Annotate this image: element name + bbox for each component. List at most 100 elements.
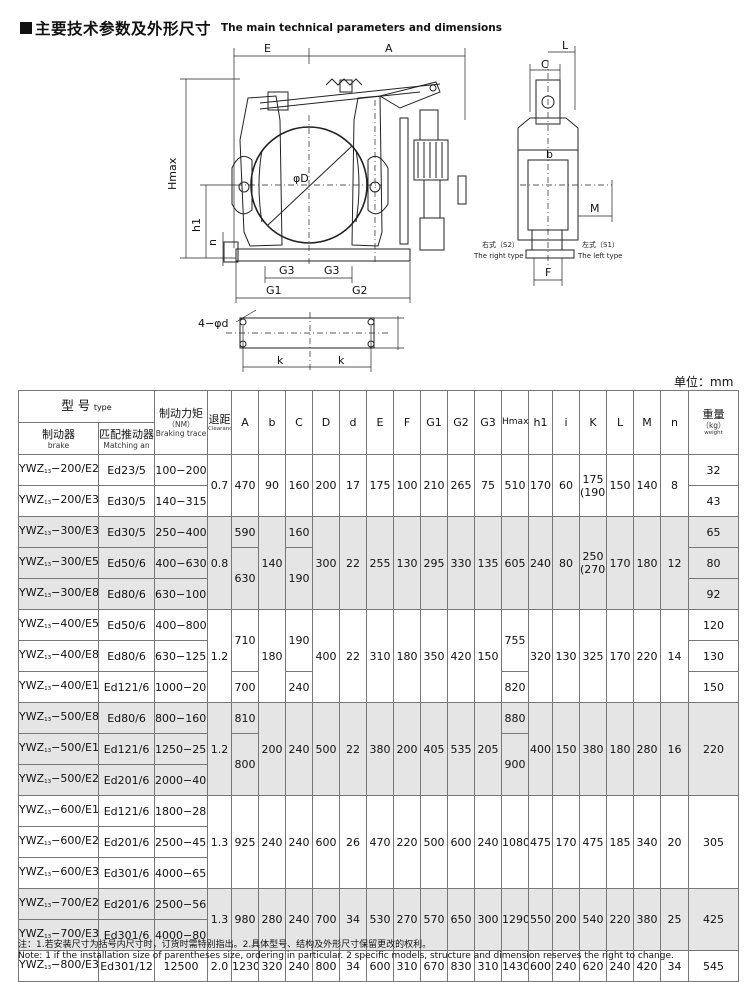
shoe-lining-right — [355, 149, 360, 223]
table-cell: 210 — [420, 454, 449, 517]
table-cell: 810 — [231, 702, 260, 734]
note-zh: 注：1.若安装尺寸为括号内尺寸时，订货时需特别指出。2.具体型号、结构及外形尺寸… — [18, 940, 432, 950]
header-E: E — [366, 390, 395, 455]
label-C: C — [541, 58, 549, 71]
table-cell: 310 — [366, 609, 395, 703]
table-cell: 180 — [258, 609, 287, 703]
table-cell: 26 — [339, 795, 368, 889]
bolt-hole-icon — [239, 318, 247, 326]
table-cell-model: YWZ13−300/E30 — [18, 516, 99, 548]
table-cell-torque: 400−630 — [154, 547, 209, 579]
base-foot-left — [223, 241, 239, 263]
label-k-left: k — [277, 354, 284, 367]
header-G3: G3 — [474, 390, 503, 455]
header-model: 型 号 type — [17, 390, 156, 423]
table-cell-model: YWZ13−400/E121 — [18, 671, 99, 703]
table-cell: 475 — [528, 795, 554, 889]
thruster-cylinder — [423, 179, 441, 219]
leader-hole — [235, 309, 257, 323]
table-cell: 175 — [366, 454, 395, 517]
table-cell: 100 — [393, 454, 422, 517]
table-cell: 34 — [339, 888, 368, 951]
table-cell: 220 — [606, 888, 635, 951]
table-cell-model: YWZ13−300/E80 — [18, 578, 99, 610]
table-cell: 535 — [447, 702, 476, 796]
header-L: L — [606, 390, 635, 455]
table-cell: 22 — [339, 702, 368, 796]
header-b: b — [258, 390, 287, 455]
header-C: C — [285, 390, 314, 455]
spring-housing — [267, 91, 289, 111]
table-cell-weight: 545 — [688, 950, 739, 982]
label-left-type-en: The left type — [577, 252, 622, 260]
table-cell: 475 — [579, 795, 608, 889]
table-cell: 650 — [447, 888, 476, 951]
table-cell-model: YWZ13−500/E201 — [18, 764, 99, 796]
table-cell: 800 — [231, 733, 260, 796]
table-cell: 200 — [258, 702, 287, 796]
table-cell: 180 — [393, 609, 422, 703]
table-cell-torque: 140−315 — [154, 485, 209, 517]
bolt-hole-icon — [367, 318, 375, 326]
table-cell-pusher: Ed30/5 — [97, 485, 156, 517]
table-cell: 700 — [231, 671, 260, 703]
table-cell: 280 — [258, 888, 287, 951]
top-link-rod-lower — [259, 91, 421, 110]
table-cell-torque: 630−1000 — [154, 578, 209, 610]
side-frame — [517, 149, 579, 241]
label-F: F — [545, 266, 551, 279]
label-M: M — [590, 202, 600, 215]
diameter-line — [267, 145, 353, 226]
table-cell-pusher: Ed23/5 — [97, 454, 156, 486]
table-cell: 820 — [501, 671, 530, 703]
table-cell-pusher: Ed301/6 — [97, 857, 156, 889]
table-cell: 255 — [366, 516, 395, 610]
base-plate — [235, 248, 411, 262]
brake-shoe-left — [231, 155, 253, 215]
table-cell: 265 — [447, 454, 476, 517]
table-cell-torque: 400−800 — [154, 609, 209, 641]
terminal-box — [457, 175, 467, 205]
table-cell: 190 — [285, 609, 314, 672]
table-cell: 20 — [660, 795, 690, 889]
label-b: b — [546, 148, 553, 161]
header-D: D — [312, 390, 341, 455]
header-F: F — [393, 390, 422, 455]
table-cell: 295 — [420, 516, 449, 610]
thruster-base — [419, 217, 445, 251]
table-cell-pusher: Ed50/6 — [97, 609, 156, 641]
table-cell-torque: 2500−5600 — [154, 888, 209, 920]
table-cell: 925 — [231, 795, 260, 889]
table-cell-pusher: Ed201/6 — [97, 888, 156, 920]
brake-shoe-right — [367, 155, 389, 215]
header-n: n — [660, 390, 690, 455]
header-d: d — [339, 390, 368, 455]
label-E: E — [264, 42, 271, 55]
table-cell: 350 — [420, 609, 449, 703]
table-cell: 900 — [501, 733, 530, 796]
table-cell: 240 — [285, 795, 314, 889]
table-cell-model: YWZ13−600/E301 — [18, 857, 99, 889]
thruster-body — [413, 139, 449, 181]
table-cell: 80 — [552, 516, 581, 610]
table-cell: 380 — [633, 888, 662, 951]
lever-arm — [378, 81, 441, 109]
table-cell-model: YWZ13−500/E121 — [18, 733, 99, 765]
table-cell: 160 — [285, 454, 314, 517]
table-cell: 185 — [606, 795, 635, 889]
table-cell: 280 — [633, 702, 662, 796]
header-i: i — [552, 390, 581, 455]
table-cell-torque: 1000−2000 — [154, 671, 209, 703]
adjust-nut — [339, 79, 353, 93]
square-bullet-icon — [20, 22, 32, 34]
table-cell-model: YWZ13−700/E301 — [18, 919, 99, 951]
label-left-type-zh: 左式（S1） — [582, 240, 619, 249]
table-cell-weight: 65 — [688, 516, 739, 548]
table-cell: 160 — [285, 516, 314, 548]
table-cell: 190 — [285, 547, 314, 610]
label-G2: G2 — [352, 284, 368, 297]
table-cell-weight: 120 — [688, 609, 739, 641]
table-cell: 240 — [474, 795, 503, 889]
pivot-left-icon — [238, 181, 250, 193]
table-cell: 75 — [474, 454, 503, 517]
